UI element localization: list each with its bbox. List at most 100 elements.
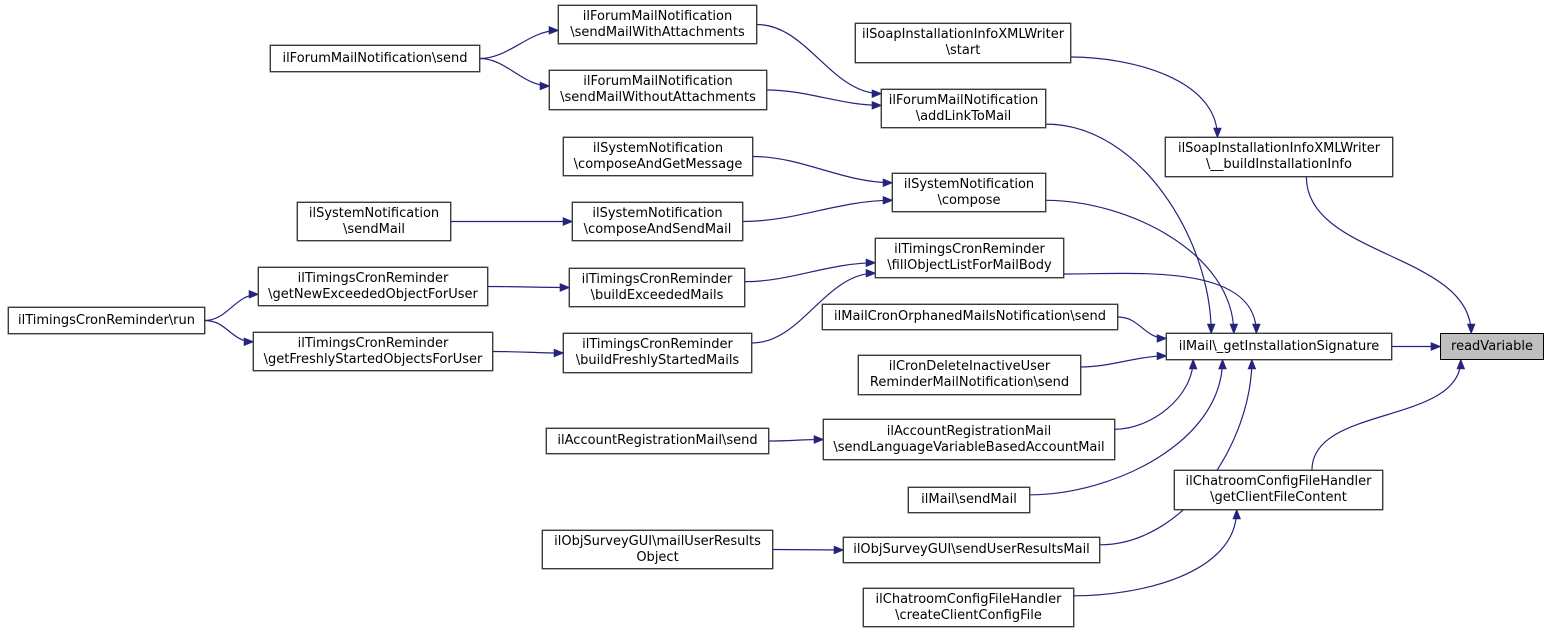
node-label-line: ilAccountRegistrationMail [886,423,1052,439]
node-label-line: \sendMailWithAttachments [570,24,745,40]
edge-timings-run-to-timings-get-new-exceeded [204,289,260,322]
node-label-line: \composeAndGetMessage [573,156,743,172]
edge-sysnotif-compose-and-get-message-to-sysnotif-compose [752,155,894,188]
node-forum-send-mail-without-attachments[interactable]: ilForumMailNotification\sendMailWithoutA… [549,70,767,110]
node-timings-run[interactable]: ilTimingsCronReminder\run [8,307,205,334]
node-label-line: \buildFreshlyStartedMails [575,353,740,368]
node-label-line: \fillObjectListForMailBody [887,258,1052,273]
node-sysnotif-compose-and-send-mail[interactable]: ilSystemNotification\composeAndSendMail [572,202,743,241]
node-label-line: \getFreshlyStartedObjectsForUser [263,351,483,367]
edge-forum-send-to-forum-send-mail-without-attachments [479,57,551,91]
node-forum-add-link-to-mail[interactable]: ilForumMailNotification\addLinkToMail [881,89,1046,128]
node-label-line: ilSoapInstallationInfoXMLWriter [861,27,1065,42]
edge-timings-get-new-exceeded-to-timings-build-exceeded-mails [487,283,571,292]
node-label-line: \sendMailWithoutAttachments [560,90,756,105]
node-label-line: ilSystemNotification [592,140,724,156]
node-label-line: ilSystemNotification [903,176,1035,192]
node-timings-fill-object-list[interactable]: ilTimingsCronReminder\fillObjectListForM… [875,238,1064,278]
edge-forum-send-to-forum-send-mail-with-attachments [479,26,560,60]
node-forum-send[interactable]: ilForumMailNotification\send [270,45,480,72]
node-label-line: ilForumMailNotification\send [282,50,468,66]
node-label-line: Object [636,549,679,565]
node-label-line: ilForumMailNotification [582,8,733,24]
edge-timings-run-to-timings-get-freshly-started [204,319,255,347]
node-label-line: \composeAndSendMail [583,221,732,237]
node-label-line: ilMailCronOrphanedMailsNotification\send [834,309,1106,324]
node-timings-get-new-exceeded[interactable]: ilTimingsCronReminder\getNewExceededObje… [258,267,488,306]
node-label-line: ilTimingsCronReminder [582,337,733,352]
edge-timings-get-freshly-started-to-timings-build-freshly-started-mails [492,348,565,358]
node-timings-get-freshly-started[interactable]: ilTimingsCronReminder\getFreshlyStartedO… [253,332,493,371]
edge-survey-send-user-results-mail-to-mail-get-installation-signature [1099,358,1257,546]
node-label-line: ilCronDeleteInactiveUser [888,359,1051,374]
node-label-line: \getNewExceededObjectForUser [268,286,478,302]
node-label-line: ilTimingsCronReminder [297,335,449,351]
node-label-line: \buildExceededMails [590,287,724,303]
node-label-line: \compose [937,192,1001,208]
edge-cron-delete-inactive-user-send-to-mail-get-installation-signature [1080,351,1168,368]
node-mail-send-mail[interactable]: ilMail\sendMail [908,487,1030,513]
edge-chatroom-create-client-config-file-to-chatroom-get-client-file-content [1073,508,1242,597]
edge-timings-build-exceeded-mails-to-timings-fill-object-list [744,258,877,283]
edge-soap-build-installation-info-to-read-variable [1305,176,1476,335]
node-label-line: ilForumMailNotification [888,92,1039,108]
node-soap-build-installation-info[interactable]: ilSoapInstallationInfoXMLWriter\__buildI… [1165,137,1393,177]
node-read-variable: readVariable [1440,333,1544,360]
edge-mail-cron-orphaned-send-to-mail-get-installation-signature [1117,316,1168,343]
edge-timings-build-freshly-started-mails-to-timings-fill-object-list [751,268,877,344]
node-timings-build-exceeded-mails[interactable]: ilTimingsCronReminder\buildExceededMails [569,268,745,307]
node-label-line: ilTimingsCronReminder [894,242,1045,257]
node-label-line: ilAccountRegistrationMail\send [557,433,758,448]
node-timings-build-freshly-started-mails[interactable]: ilTimingsCronReminder\buildFreshlyStarte… [563,333,752,373]
edge-forum-send-mail-without-attachments-to-forum-add-link-to-mail [766,89,883,110]
edge-forum-add-link-to-mail-to-mail-get-installation-signature [1045,123,1216,335]
node-account-send-language-variable-based[interactable]: ilAccountRegistrationMail\sendLanguageVa… [823,419,1115,460]
node-chatroom-get-client-file-content[interactable]: ilChatroomConfigFileHandler\getClientFil… [1174,470,1383,510]
node-mail-get-installation-signature[interactable]: ilMail\_getInstallationSignature [1166,333,1392,360]
node-label-line: ilTimingsCronReminder\run [17,312,195,328]
node-label-line: ilSoapInstallationInfoXMLWriter [1177,141,1381,156]
node-chatroom-create-client-config-file[interactable]: ilChatroomConfigFileHandler\createClient… [863,588,1074,627]
node-label-line: ReminderMailNotification\send [869,375,1070,390]
node-forum-send-mail-with-attachments[interactable]: ilForumMailNotification\sendMailWithAtta… [558,5,757,44]
node-label-line: \start [945,43,981,58]
edge-timings-fill-object-list-to-mail-get-installation-signature [1063,272,1261,335]
node-label-line: \createClientConfigFile [895,607,1042,623]
edge-sysnotif-compose-and-send-mail-to-sysnotif-compose [742,195,894,223]
node-label-line: ilTimingsCronReminder [297,270,449,286]
node-label-line: ilMail\sendMail [921,492,1017,507]
node-label-line: \sendLanguageVariableBasedAccountMail [833,439,1105,455]
node-account-registration-send[interactable]: ilAccountRegistrationMail\send [546,428,769,454]
node-label-line: ilTimingsCronReminder [581,271,733,287]
node-survey-send-user-results-mail[interactable]: ilObjSurveyGUI\sendUserResultsMail [843,537,1100,563]
edge-mail-send-mail-to-mail-get-installation-signature [1029,358,1227,496]
edge-chatroom-get-client-file-content-to-read-variable [1311,358,1466,471]
node-label-line: ilChatroomConfigFileHandler [1185,474,1372,489]
node-sysnotif-compose-and-get-message[interactable]: ilSystemNotification\composeAndGetMessag… [563,137,753,176]
node-label-line: ilObjSurveyGUI\sendUserResultsMail [853,542,1090,557]
node-label-line: \__buildInstallationInfo [1206,157,1352,172]
edge-account-registration-send-to-account-send-language-variable-based [768,435,825,444]
edge-account-send-language-variable-based-to-mail-get-installation-signature [1114,358,1198,430]
node-label-line: \addLinkToMail [915,108,1012,124]
node-label-line: ilMail\_getInstallationSignature [1178,338,1380,354]
edge-sysnotif-compose-to-mail-get-installation-signature [1045,199,1239,335]
node-sysnotif-compose[interactable]: ilSystemNotification\compose [892,173,1046,212]
edge-survey-mail-user-results-object-to-survey-send-user-results-mail [772,545,845,555]
node-label-line: \getClientFileContent [1210,490,1347,505]
node-sysnotif-send-mail[interactable]: ilSystemNotification\sendMail [297,202,451,241]
node-label-line: \sendMail [342,221,406,237]
node-label-line: readVariable [1451,338,1533,354]
node-soap-start[interactable]: ilSoapInstallationInfoXMLWriter\start [855,23,1071,63]
node-label-line: ilSystemNotification [308,205,440,221]
node-label-line: ilForumMailNotification [583,74,733,89]
node-label-line: ilSystemNotification [592,205,723,221]
node-label-line: ilChatroomConfigFileHandler [875,591,1062,607]
edge-forum-send-mail-with-attachments-to-forum-add-link-to-mail [756,23,883,98]
node-mail-cron-orphaned-send[interactable]: ilMailCronOrphanedMailsNotification\send [822,304,1118,330]
edge-soap-start-to-soap-build-installation-info [1070,56,1222,139]
